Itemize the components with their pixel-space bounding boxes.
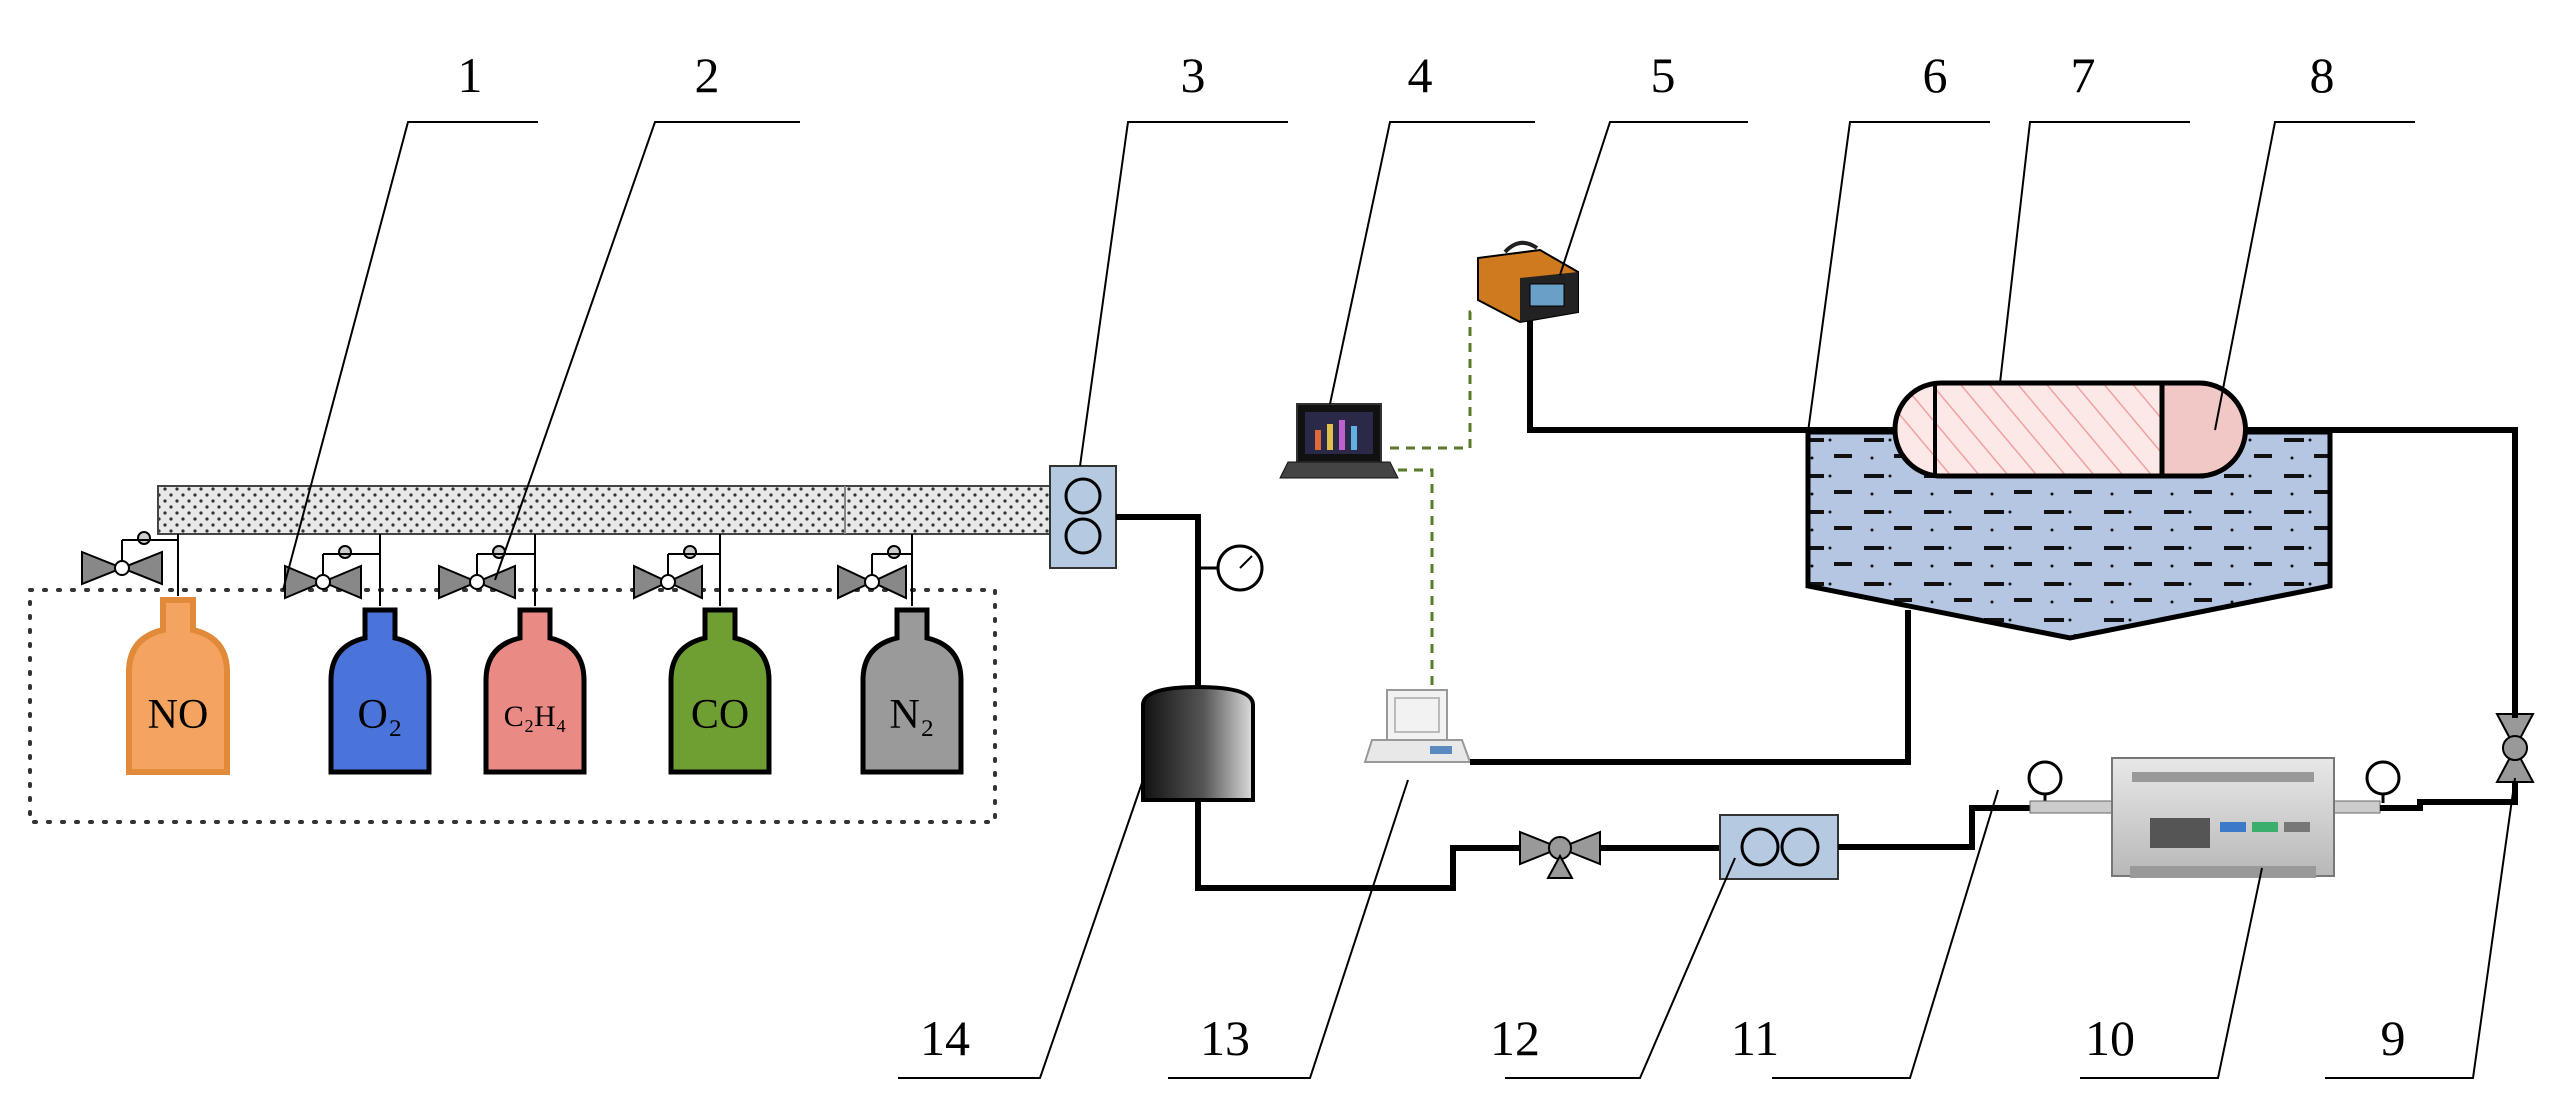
- cylinder-label: NO: [148, 692, 209, 738]
- callout-label: 7: [2071, 47, 2096, 103]
- valve-icon: [837, 545, 912, 600]
- needle-valve-icon: [1519, 830, 1601, 879]
- cylinder-label: N₂: [890, 692, 935, 738]
- cylinder-co: CO: [668, 607, 772, 775]
- analytical-balance-icon: [1363, 689, 1472, 763]
- cylinder-label: O₂: [358, 692, 403, 738]
- pressure-gauge-icon: [2365, 760, 2401, 803]
- cylinder-c2h4: C₂H₄: [483, 607, 587, 775]
- cylinder-valves: [81, 531, 912, 600]
- catalytic-reactor-icon: [1892, 380, 2248, 479]
- callout-label: 11: [1731, 1010, 1779, 1066]
- callout-label: 4: [1408, 47, 1433, 103]
- callout-label: 12: [1490, 1010, 1540, 1066]
- pipe-balance-to-bath: [1470, 610, 1911, 765]
- callout-label: 2: [695, 47, 720, 103]
- callout-label: 1: [458, 47, 483, 103]
- pressure-gauge-icon: [1198, 544, 1264, 592]
- callout-label: 10: [2085, 1010, 2135, 1066]
- callout-label: 6: [1923, 47, 1948, 103]
- callout-label: 14: [920, 1010, 970, 1066]
- tube-furnace-icon: [2029, 757, 2381, 878]
- buffer-tank-icon: [1141, 684, 1255, 802]
- pipe-reactor-to-analyzer: [1527, 318, 1895, 433]
- gas-mixing-tube: [157, 485, 1059, 535]
- valve-icon: [633, 545, 720, 600]
- pipe-flowmeter-to-furnace: [1838, 805, 2030, 850]
- valve-icon: [81, 531, 178, 586]
- valve-icon: [284, 545, 380, 600]
- cylinder-o2: O₂: [328, 607, 432, 775]
- gas-cylinder-enclosure: [28, 588, 997, 824]
- callout-label: 5: [1651, 47, 1676, 103]
- gas-analyzer-icon: [1477, 240, 1579, 324]
- pipe-tank-to-valve: [1195, 800, 1520, 891]
- pipe-furnace-to-valve: [2380, 778, 2518, 811]
- callout-label: 3: [1181, 47, 1206, 103]
- cylinder-branches: [177, 534, 913, 606]
- pipe-to-buffer-tank: [1116, 514, 1201, 690]
- signal-line-analyzer: [1390, 310, 1478, 450]
- valve-icon: [2495, 713, 2535, 783]
- cylinder-label: C₂H₄: [504, 700, 567, 733]
- signal-line-balance: [1398, 468, 1434, 690]
- callout-label: 8: [2310, 47, 2335, 103]
- cylinder-label: CO: [691, 692, 749, 738]
- laptop-computer-icon: [1279, 403, 1399, 479]
- mass-flow-meter-icon: [1719, 814, 1839, 880]
- gas-cylinders: NO O₂ C₂H₄ CO N₂: [126, 597, 964, 775]
- cylinder-n2: N₂: [860, 607, 964, 775]
- mass-flow-meter-icon: [1049, 465, 1117, 569]
- callout-numbers: 1 2 3 4 5 6 7 8 9 10 11 12 13 14: [458, 47, 2406, 1066]
- callout-label: 13: [1200, 1010, 1250, 1066]
- callout-label: 9: [2381, 1010, 2406, 1066]
- pressure-gauge-icon: [2027, 760, 2063, 803]
- cylinder-no: NO: [126, 597, 230, 775]
- callout-leaders: [282, 121, 2516, 1079]
